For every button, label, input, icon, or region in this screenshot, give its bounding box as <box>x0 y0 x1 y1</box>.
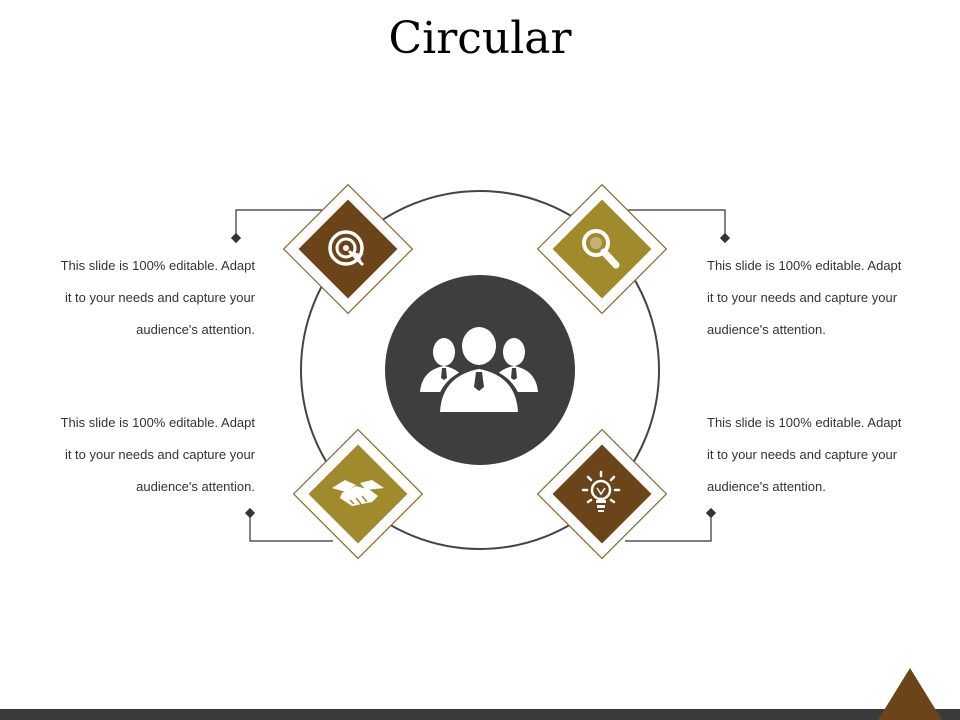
diamond-top-left <box>282 183 414 315</box>
magnifier-icon <box>582 229 620 269</box>
team-icon <box>420 324 538 414</box>
text-block-bottom-right: This slide is 100% editable. Adapt it to… <box>707 407 922 503</box>
text-block-top-left: This slide is 100% editable. Adapt it to… <box>40 250 255 346</box>
connector-bottom-right <box>625 507 717 542</box>
text-line: it to your needs and capture your <box>707 447 898 462</box>
handshake-icon <box>332 480 384 506</box>
connector-top-left <box>230 209 322 244</box>
text-line: This slide is 100% editable. Adapt <box>60 258 255 273</box>
diamond-top-right <box>536 183 668 315</box>
text-line: This slide is 100% editable. Adapt <box>60 415 255 430</box>
text-block-bottom-left: This slide is 100% editable. Adapt it to… <box>40 407 255 503</box>
target-icon <box>328 230 366 267</box>
text-line: audience's attention. <box>136 322 255 337</box>
text-line: it to your needs and capture your <box>64 290 255 305</box>
diamond-bottom-right <box>536 428 668 560</box>
outer-ring <box>300 190 660 550</box>
text-line: audience's attention. <box>707 322 826 337</box>
connector-bottom-left <box>244 507 333 542</box>
connector-top-right <box>628 209 731 244</box>
text-line: it to your needs and capture your <box>64 447 255 462</box>
text-block-top-right: This slide is 100% editable. Adapt it to… <box>707 250 922 346</box>
text-line: it to your needs and capture your <box>707 290 898 305</box>
footer-bar <box>0 709 960 720</box>
text-line: This slide is 100% editable. Adapt <box>707 258 902 273</box>
lightbulb-icon <box>581 470 621 512</box>
diamond-bottom-left <box>292 428 424 560</box>
slide-title: Circular <box>388 13 572 64</box>
text-line: This slide is 100% editable. Adapt <box>707 415 902 430</box>
text-line: audience's attention. <box>707 479 826 494</box>
text-line: audience's attention. <box>136 479 255 494</box>
